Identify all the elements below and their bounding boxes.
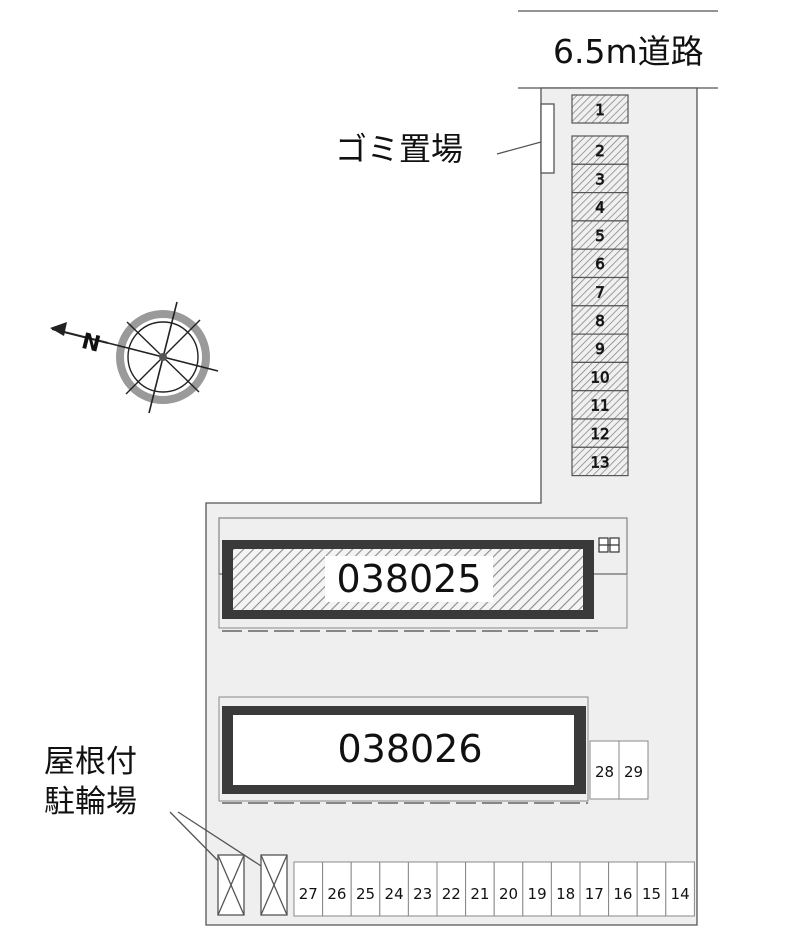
parking-space: 19 <box>522 861 552 917</box>
building-038026-label: 038026 <box>337 727 482 771</box>
parking-space-number: 8 <box>595 312 605 330</box>
parking-space-number: 23 <box>413 885 432 903</box>
parking-space-number: 29 <box>624 763 643 781</box>
parking-space-number: 14 <box>671 885 690 903</box>
parking-space: 20 <box>493 861 524 917</box>
covered-bike-parking: 屋根付 駐輪場 <box>44 744 288 916</box>
parking-space: 21 <box>465 861 495 917</box>
parking-space: 27 <box>293 861 324 917</box>
parking-space: 10 <box>571 361 629 392</box>
road: 6.5m道路 <box>518 10 718 89</box>
parking-space: 9 <box>571 333 629 364</box>
parking-space-number: 17 <box>585 885 604 903</box>
compass-north-label: N <box>79 329 103 358</box>
parking-space: 23 <box>407 861 438 917</box>
parking-space: 17 <box>579 861 610 917</box>
parking-space-number: 15 <box>642 885 661 903</box>
road-label: 6.5m道路 <box>553 32 704 71</box>
parking-space-number: 27 <box>299 885 318 903</box>
parking-space-number: 3 <box>595 170 605 188</box>
parking-space-number: 25 <box>356 885 375 903</box>
parking-space: 3 <box>571 163 629 194</box>
bike-label-line1: 屋根付 <box>44 744 137 780</box>
parking-space-number: 6 <box>595 255 605 273</box>
parking-space: 25 <box>350 861 381 917</box>
parking-space: 7 <box>571 276 629 307</box>
parking-space-number: 16 <box>613 885 632 903</box>
parking-space: 26 <box>322 861 352 917</box>
parking-space-number: 24 <box>385 885 404 903</box>
parking-space-number: 22 <box>442 885 461 903</box>
parking-space-number: 26 <box>327 885 346 903</box>
bike-rack-2 <box>260 854 288 916</box>
building-038025-label-bg <box>325 556 493 602</box>
parking-space: 12 <box>571 418 629 448</box>
garbage-leader <box>496 141 542 155</box>
utility-meter-icon <box>598 537 620 553</box>
building-038025-label: 038025 <box>336 557 481 601</box>
parking-space-number: 19 <box>528 885 547 903</box>
parking-space-number: 10 <box>590 368 609 386</box>
parking-space: 1 <box>571 94 629 124</box>
building-038026: 038026 <box>218 696 589 804</box>
parking-space-number: 5 <box>595 227 605 245</box>
parking-space-number: 18 <box>556 885 575 903</box>
side-parking-spaces: 28 29 <box>589 740 649 800</box>
parking-space: 15 <box>636 861 667 917</box>
parking-space-number: 11 <box>590 397 609 415</box>
building-038026-body <box>233 715 574 785</box>
parking-space-number: 12 <box>590 425 609 443</box>
parking-space-number: 1 <box>595 101 605 119</box>
parking-space: 28 <box>589 740 620 800</box>
parking-space: 4 <box>571 192 629 222</box>
parking-space: 2 <box>571 135 629 165</box>
compass-icon: N <box>50 301 219 414</box>
parking-space-number: 21 <box>470 885 489 903</box>
parking-space: 11 <box>571 390 629 420</box>
parking-space-number: 28 <box>595 763 614 781</box>
parking-space: 22 <box>436 861 467 917</box>
building-038026-outer-frame <box>218 696 589 802</box>
building-038025-balcony <box>218 517 628 629</box>
parking-space: 18 <box>550 861 581 917</box>
parking-space-number: 20 <box>499 885 518 903</box>
parking-space: 24 <box>379 861 409 917</box>
parking-space-number: 13 <box>590 453 609 471</box>
bottom-parking-row: 27 26 25 24 23 22 21 20 19 18 17 16 15 14 <box>293 861 695 917</box>
parking-space-number: 9 <box>595 340 605 358</box>
parking-space: 16 <box>608 861 638 917</box>
garbage-area: ゴミ置場 <box>335 103 555 174</box>
building-038025: 038025 <box>218 517 628 632</box>
parking-space-number: 7 <box>595 284 605 302</box>
parking-space: 6 <box>571 248 629 279</box>
parking-space: 5 <box>571 220 629 250</box>
bike-rack-1 <box>217 854 245 916</box>
north-arrowhead-icon <box>50 322 67 336</box>
parking-space-number: 2 <box>595 142 605 160</box>
bike-label-line2: 駐輪場 <box>44 784 137 820</box>
parking-space: 14 <box>665 861 695 917</box>
garbage-label: ゴミ置場 <box>335 130 463 168</box>
parking-space: 8 <box>571 305 629 335</box>
parking-space-number: 4 <box>595 199 605 217</box>
parking-space: 29 <box>618 740 649 800</box>
parking-space: 13 <box>571 446 629 477</box>
garbage-box <box>540 103 555 174</box>
